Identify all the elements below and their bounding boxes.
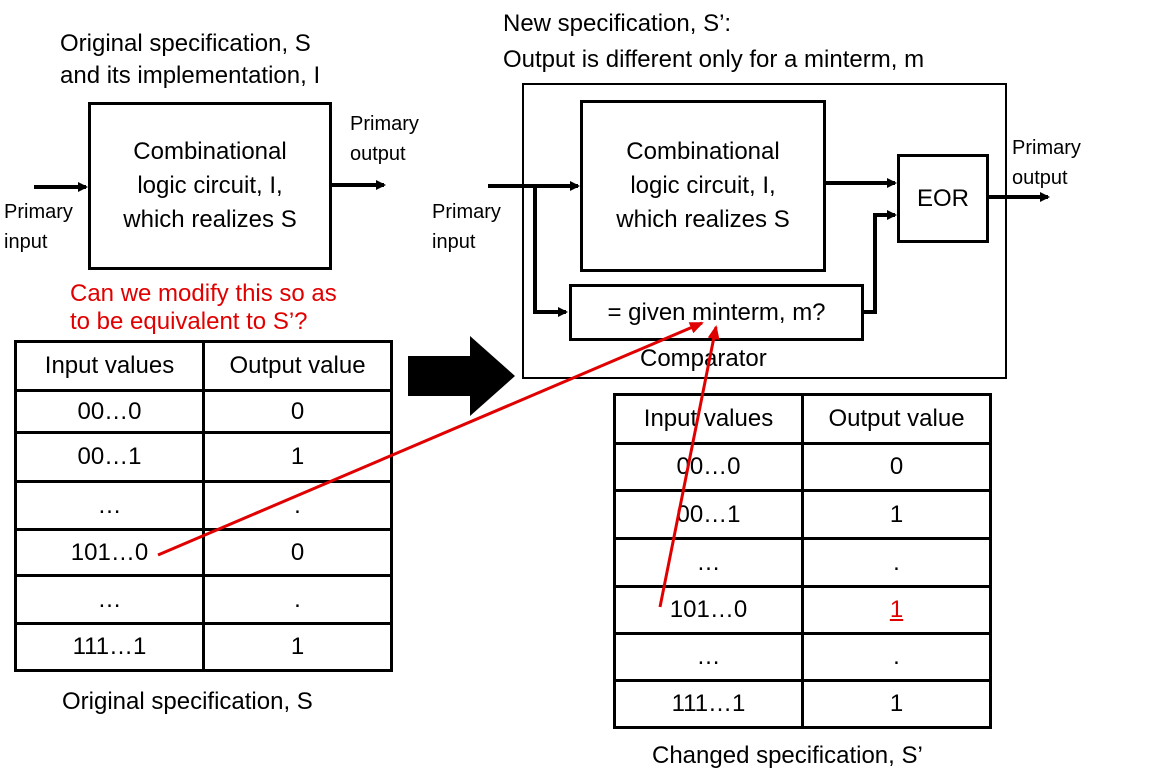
comparator-label: Comparator — [640, 345, 767, 372]
right-heading-line2: Output is different only for a minterm, … — [503, 46, 925, 73]
changed-output-cell: 1 — [801, 585, 992, 635]
left-circuit-box — [88, 102, 332, 270]
input-cell: 101…0 — [14, 528, 205, 577]
right-heading-line1: New specification, S’: — [503, 10, 732, 37]
comparator-to-eor-wire — [864, 210, 897, 314]
right-output-label-line1: Primary — [1012, 137, 1081, 159]
output-cell: . — [801, 632, 992, 682]
right-input-label-line1: Primary — [432, 201, 501, 223]
right-circuit-box — [580, 100, 826, 272]
table-row: 00…1 1 — [613, 489, 992, 540]
output-cell: 0 — [801, 442, 992, 492]
output-cell: 1 — [801, 679, 992, 729]
left-circuit-line1: Combinational — [133, 138, 287, 165]
right-circuit-line3: which realizes S — [616, 206, 790, 233]
left-output-label-line2: output — [350, 143, 406, 165]
right-circuit-line1: Combinational — [626, 138, 780, 165]
table-row: 00…0 0 — [14, 389, 393, 434]
table-header-row: Input values Output value — [14, 340, 393, 392]
table-header-row: Input values Output value — [613, 393, 992, 445]
output-cell: . — [202, 574, 393, 625]
input-cell: … — [613, 632, 804, 682]
right-circuit-line2: logic circuit, I, — [630, 172, 776, 199]
column-header-output: Output value — [202, 340, 393, 392]
table-row: 00…1 1 — [14, 431, 393, 483]
right-input-label-line2: input — [432, 231, 476, 253]
input-cell: … — [14, 574, 205, 625]
output-cell: 0 — [202, 389, 393, 434]
right-output-label-line2: output — [1012, 167, 1068, 189]
table-row: … . — [613, 632, 992, 682]
changed-output-value: 1 — [889, 596, 904, 623]
left-heading-line2: and its implementation, I — [60, 62, 321, 89]
input-cell: 111…1 — [613, 679, 804, 729]
left-circuit-line2: logic circuit, I, — [137, 172, 283, 199]
input-cell: … — [14, 480, 205, 531]
left-input-label-line1: Primary — [4, 201, 73, 223]
output-cell: 1 — [202, 622, 393, 672]
original-spec-table: Input values Output value 00…0 0 00…1 1 … — [14, 340, 393, 672]
left-question-line1: Can we modify this so as — [70, 280, 337, 307]
input-cell: … — [613, 537, 804, 588]
column-header-input: Input values — [613, 393, 804, 445]
input-cell: 00…1 — [14, 431, 205, 483]
table-row: 111…1 1 — [613, 679, 992, 729]
comparator-text: = given minterm, m? — [607, 298, 826, 326]
transform-arrow — [408, 336, 515, 416]
column-header-input: Input values — [14, 340, 205, 392]
left-question-line2: to be equivalent to S’? — [70, 308, 308, 335]
right-caption: Changed specification, S’ — [652, 742, 923, 769]
input-cell: 00…0 — [14, 389, 205, 434]
right-circuit-label: Combinational logic circuit, I, which re… — [580, 100, 826, 272]
column-header-output: Output value — [801, 393, 992, 445]
left-input-label-line2: input — [4, 231, 48, 253]
left-caption: Original specification, S — [62, 688, 313, 715]
table-row: 111…1 1 — [14, 622, 393, 672]
input-cell: 00…0 — [613, 442, 804, 492]
output-cell: 1 — [801, 489, 992, 540]
table-row: 101…0 1 — [613, 585, 992, 635]
left-heading-line1: Original specification, S — [60, 30, 311, 57]
left-output-label-line1: Primary — [350, 113, 419, 135]
table-row: … . — [613, 537, 992, 588]
table-row: 00…0 0 — [613, 442, 992, 492]
right-input-wire — [488, 181, 580, 317]
input-cell: 00…1 — [613, 489, 804, 540]
minterm-pointer-left — [157, 321, 704, 557]
left-circuit-line3: which realizes S — [123, 206, 297, 233]
output-cell: . — [801, 537, 992, 588]
table-row: 101…0 0 — [14, 528, 393, 577]
output-cell: 1 — [202, 431, 393, 483]
input-cell: 101…0 — [613, 585, 804, 635]
changed-spec-table: Input values Output value 00…0 0 00…1 1 … — [613, 393, 992, 729]
eor-gate-box — [897, 154, 989, 243]
output-cell: 0 — [202, 528, 393, 577]
table-row: … . — [14, 574, 393, 625]
eor-gate-label: EOR — [916, 184, 969, 212]
input-cell: 111…1 — [14, 622, 205, 672]
left-circuit-label: Combinational logic circuit, I, which re… — [88, 102, 332, 270]
minterm-pointer-right — [658, 325, 720, 608]
